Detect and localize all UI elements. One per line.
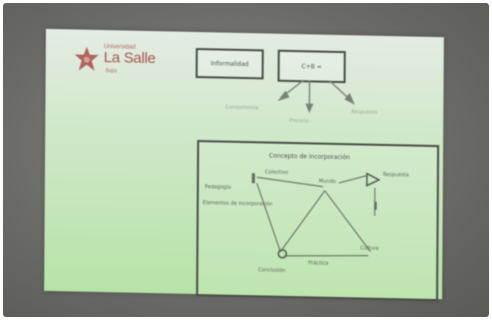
branch-connectors (277, 79, 355, 114)
branch-arrow-right (329, 80, 350, 100)
diagram-line (284, 255, 369, 257)
branch-arrowhead-left (277, 90, 290, 102)
diagram-node-marker (366, 172, 381, 187)
university-logo: Universidad La Salle Bajío (74, 43, 170, 79)
cycle-diagram (251, 172, 381, 259)
diagram-node-label: Cultura (360, 245, 379, 252)
branch-arrowhead-middle (305, 103, 314, 114)
diagram-node-label: Pedagogía (204, 184, 231, 191)
diagram-node-marker (251, 173, 255, 184)
branch-label: Proceso (289, 117, 309, 125)
branch-arrowhead-right (344, 92, 355, 105)
branch-label: Respuesta (351, 109, 378, 116)
diagram-line (279, 190, 326, 253)
projection-surround: Universidad La Salle Bajío Informalidad … (3, 3, 489, 317)
diagram-node-marker (277, 249, 288, 259)
projected-slide: Universidad La Salle Bajío Informalidad … (44, 28, 444, 302)
diagram-line (256, 176, 323, 188)
branch-label: Competencia (225, 104, 259, 112)
diagram-line (256, 183, 281, 252)
diagram-node-label: Conclusión (258, 267, 286, 274)
logo-star-icon (74, 46, 99, 71)
diagram-node-label: Colectivo (264, 169, 289, 176)
diagram-node-label: Mundo (318, 178, 336, 185)
diagram-line (324, 190, 371, 253)
diagram-node-label: Práctica (308, 260, 329, 267)
diagram-node-label: Respuesta (382, 171, 409, 179)
diagram-node-marker (374, 201, 377, 210)
diagram-panel: Concepto de incorporación (196, 140, 440, 302)
diagram-line (338, 174, 368, 184)
